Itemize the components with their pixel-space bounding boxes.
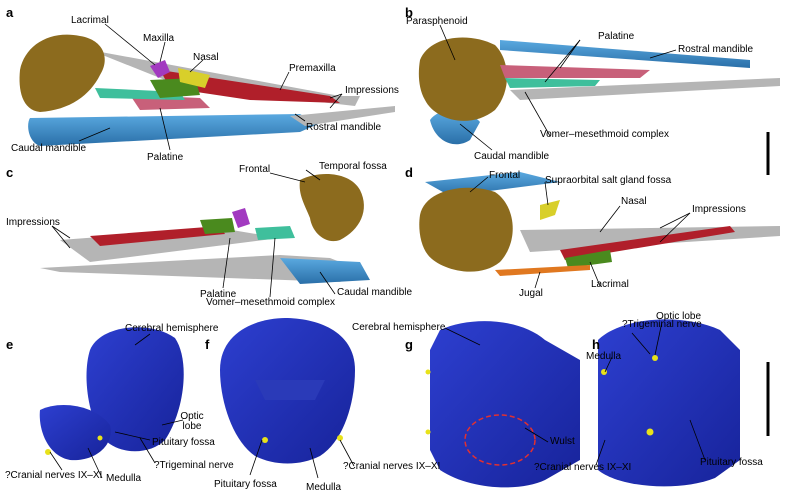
label-palatine: Palatine [200, 289, 237, 300]
label-impressions: Impressions [345, 85, 399, 96]
panel-a-skull [19, 34, 395, 146]
panel-letter-a: a [6, 5, 14, 20]
panel-letter-c: c [6, 165, 14, 180]
lacrimal-green-bone [565, 250, 612, 268]
label-vomer-mesethmoid: Vomer–mesethmoid complex [206, 297, 335, 308]
label-frontal: Frontal [489, 170, 521, 181]
panel-letter-b: b [405, 5, 413, 20]
label-wulst: Wulst [550, 436, 575, 447]
label-parasphenoid: Parasphenoid [406, 16, 468, 27]
label-supraorbital: Supraorbital salt gland fossa [545, 175, 672, 186]
nerve-spot [337, 435, 343, 441]
nerve-spot [646, 428, 654, 436]
label-cerebral-hemisphere: Cerebral hemisphere [352, 322, 446, 333]
label-pituitary-fossa: Pituitary fossa [214, 479, 277, 490]
label-cranial-nerves: ?Cranial nerves IX–XI [5, 470, 103, 481]
supraorbital-fossa [540, 200, 560, 220]
wulst-outline [464, 414, 536, 466]
label-palatine: Palatine [598, 31, 635, 42]
label-nasal: Nasal [193, 52, 219, 63]
label-palatine: Palatine [147, 152, 184, 163]
palatine-bone [500, 65, 650, 78]
cranium-bone [19, 34, 105, 112]
label-medulla: Medulla [106, 473, 142, 484]
brain-shape [430, 321, 580, 488]
label-premaxilla: Premaxilla [289, 63, 336, 74]
nasal-bone [178, 68, 210, 88]
label-medulla: Medulla [306, 482, 342, 493]
leader-lines [49, 23, 706, 479]
panel-letter-f: f [205, 337, 210, 352]
label-trigeminal: ?Trigeminal nerve [622, 319, 702, 330]
rostral-mandible-bone [500, 40, 750, 68]
nerve-spot [652, 355, 658, 361]
cranium-bone [418, 37, 508, 121]
label-jugal: Jugal [519, 288, 543, 299]
caudal-mandible-bone [28, 114, 318, 146]
label-vomer-mesethmoid: Vomer–mesethmoid complex [540, 129, 669, 140]
impressions-shape [510, 78, 780, 100]
label-lacrimal: Lacrimal [71, 15, 109, 26]
label-rostral-mandible: Rostral mandible [678, 44, 754, 55]
nerve-spot [97, 435, 103, 441]
nerve-spot [262, 437, 268, 443]
frontal-bone [299, 174, 364, 242]
panel-letter-g: g [405, 337, 413, 352]
lacrimal-green-bone [200, 218, 235, 234]
nerve-spot [425, 429, 431, 435]
panel-g-brain [425, 321, 580, 488]
label-impressions: Impressions [692, 204, 746, 215]
label-frontal: Frontal [239, 164, 271, 175]
midline-shape [255, 380, 325, 400]
medulla-shape [39, 405, 111, 461]
label-lacrimal: Lacrimal [591, 279, 629, 290]
label-impressions: Impressions [6, 217, 60, 228]
nerve-spot [45, 449, 51, 455]
panel-letter-e: e [6, 337, 14, 352]
label-temporal-fossa: Temporal fossa [319, 161, 387, 172]
panel-d-skull [419, 172, 780, 276]
label-nasal: Nasal [621, 196, 647, 207]
panel-c-skull [40, 174, 370, 284]
label-caudal-mandible: Caudal mandible [474, 151, 550, 162]
caudal-mandible-blue [280, 258, 370, 284]
panel-letter-d: d [405, 165, 413, 180]
panel-letter-h: h [592, 337, 600, 352]
label-caudal-mandible: Caudal mandible [11, 143, 87, 154]
label-optic-lobe: Optic lobe [656, 311, 702, 322]
label-pituitary-fossa: Pituitary fossa [152, 437, 215, 448]
label-cranial-nerves: ?Cranial nerves IX–XI [343, 461, 441, 472]
panel-e-brain [39, 327, 184, 461]
rostral-mandible-bone [290, 106, 395, 126]
label-cranial-nerves: ?Cranial nerves IX–XI [534, 462, 632, 473]
label-caudal-mandible: Caudal mandible [337, 287, 413, 298]
cranium-bone [419, 187, 513, 272]
brain-shape [598, 319, 740, 487]
label-medulla: Medulla [586, 351, 622, 362]
vomer-bone [505, 78, 600, 88]
vomer-bone [255, 226, 295, 240]
maxilla-bone [232, 208, 250, 228]
cerebral-hemisphere-shape [86, 327, 184, 452]
panel-f-brain [220, 318, 355, 464]
label-optic-lobe: Optic lobe [180, 411, 204, 432]
label-maxilla: Maxilla [143, 33, 175, 44]
jugal-bone [495, 265, 590, 276]
label-cerebral-hemisphere: Cerebral hemisphere [125, 323, 219, 334]
panel-b-skull [418, 37, 780, 145]
nerve-spot [425, 369, 431, 375]
label-rostral-mandible: Rostral mandible [306, 122, 382, 133]
label-trigeminal: ?Trigeminal nerve [154, 460, 234, 471]
caudal-mandible-bone [40, 255, 360, 282]
premaxilla-bone [90, 226, 225, 246]
label-pituitary-fossa: Pituitary fossa [700, 457, 763, 468]
